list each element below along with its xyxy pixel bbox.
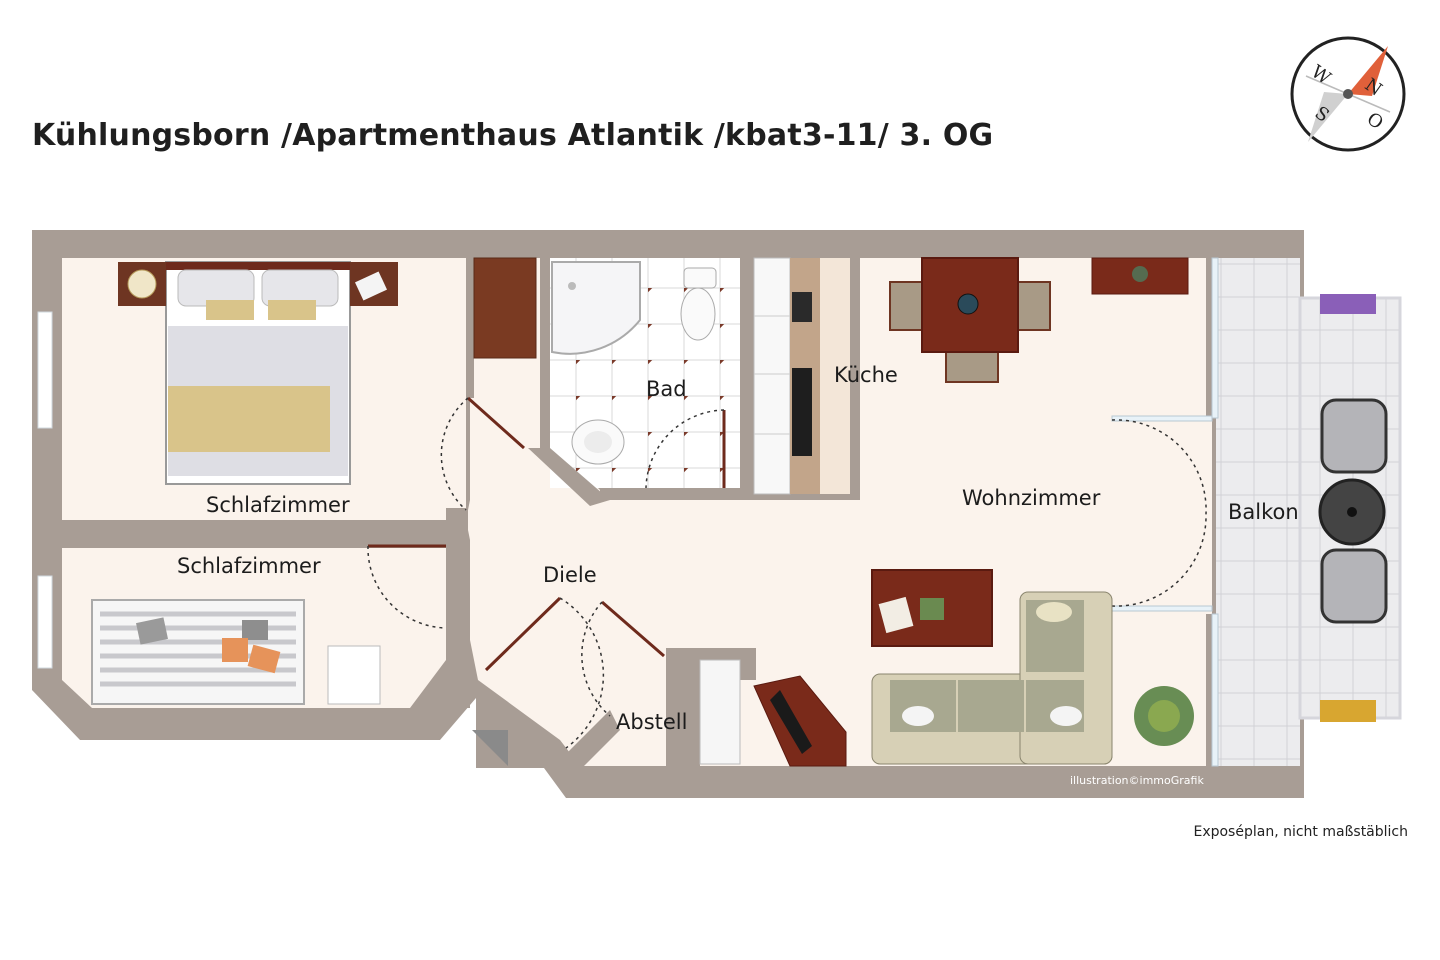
- wall-bath-right: [740, 258, 752, 500]
- window-balcony-bottom: [1211, 613, 1219, 767]
- tv-stand: [753, 675, 847, 767]
- doors: [367, 396, 1207, 749]
- entrance-marker: [472, 730, 508, 766]
- label-balkon: Balkon: [1228, 500, 1299, 524]
- door-frame-balcony-bottom: [1111, 605, 1213, 612]
- balcony-table: [1318, 478, 1386, 546]
- balcony-chair-bottom: [1320, 548, 1388, 624]
- single-bed: [91, 599, 305, 705]
- wall-bedrooms-divider: [62, 520, 462, 548]
- south-arrow-icon: [1308, 92, 1348, 142]
- label-wohnzimmer: Wohnzimmer: [962, 486, 1101, 510]
- label-schlafzimmer-2: Schlafzimmer: [177, 554, 321, 578]
- floor-bedroom-2-corner: [62, 680, 92, 708]
- wardrobe: [473, 257, 537, 359]
- washbasin: [571, 419, 625, 465]
- plant: [1134, 686, 1194, 746]
- label-kueche: Küche: [834, 363, 898, 387]
- window-bedroom-1: [37, 311, 53, 429]
- wall-bedroom-hall: [446, 508, 468, 548]
- door-frame-balcony-top: [1111, 415, 1213, 422]
- wall-balcony-upper: [1206, 258, 1214, 418]
- wall-storage-left: [560, 710, 620, 770]
- label-schlafzimmer-1: Schlafzimmer: [206, 493, 350, 517]
- shower: [551, 261, 641, 355]
- flower-box-bottom: [1320, 700, 1376, 722]
- coffee-table: [871, 569, 993, 647]
- nightstand-right: [350, 262, 398, 306]
- plan-footnote: Exposéplan, nicht maßstäblich: [1193, 824, 1408, 840]
- flower-box-top: [1320, 294, 1376, 314]
- toilet: [680, 267, 717, 341]
- wall-balcony-lower: [1206, 614, 1214, 766]
- wall-bath-left: [540, 258, 550, 448]
- dining-set: [889, 257, 1051, 383]
- storage-cabinet: [699, 659, 741, 765]
- label-abstell: Abstell: [616, 710, 687, 734]
- north-arrow-icon: [1348, 46, 1388, 96]
- wall-bath-bottom: [600, 488, 750, 500]
- balcony-chair-top: [1320, 398, 1388, 474]
- double-bed: [165, 261, 351, 485]
- floor-bedroom-2-corner-right: [410, 660, 446, 708]
- floor-balcony: [1216, 258, 1300, 766]
- wall-bedroom1-hall: [466, 258, 474, 398]
- illustration-credit: illustration©immoGrafik: [1070, 774, 1204, 787]
- label-bad: Bad: [646, 377, 687, 401]
- kitchen-counter: [753, 257, 850, 495]
- window-bedroom-2: [37, 575, 53, 669]
- wall-bedroom2-hall: [446, 628, 470, 708]
- wall-bath-corner: [528, 448, 610, 506]
- plan-title: Kühlungsborn /Apartmenthaus Atlantik /kb…: [32, 118, 994, 153]
- nightstand-left: [118, 262, 166, 306]
- window-balcony-top: [1211, 257, 1219, 419]
- desk: [327, 645, 381, 705]
- compass-rose: N O S W: [1290, 36, 1406, 152]
- corner-sofa: [871, 591, 1113, 765]
- sideboard: [1091, 257, 1189, 295]
- label-diele: Diele: [543, 563, 597, 587]
